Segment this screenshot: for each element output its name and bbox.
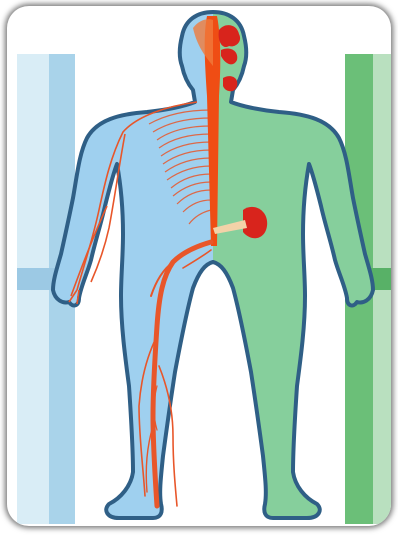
body-systems-illustration [7,6,391,526]
parathyroid-gland-icon [223,76,237,91]
figure-frame [7,6,391,526]
